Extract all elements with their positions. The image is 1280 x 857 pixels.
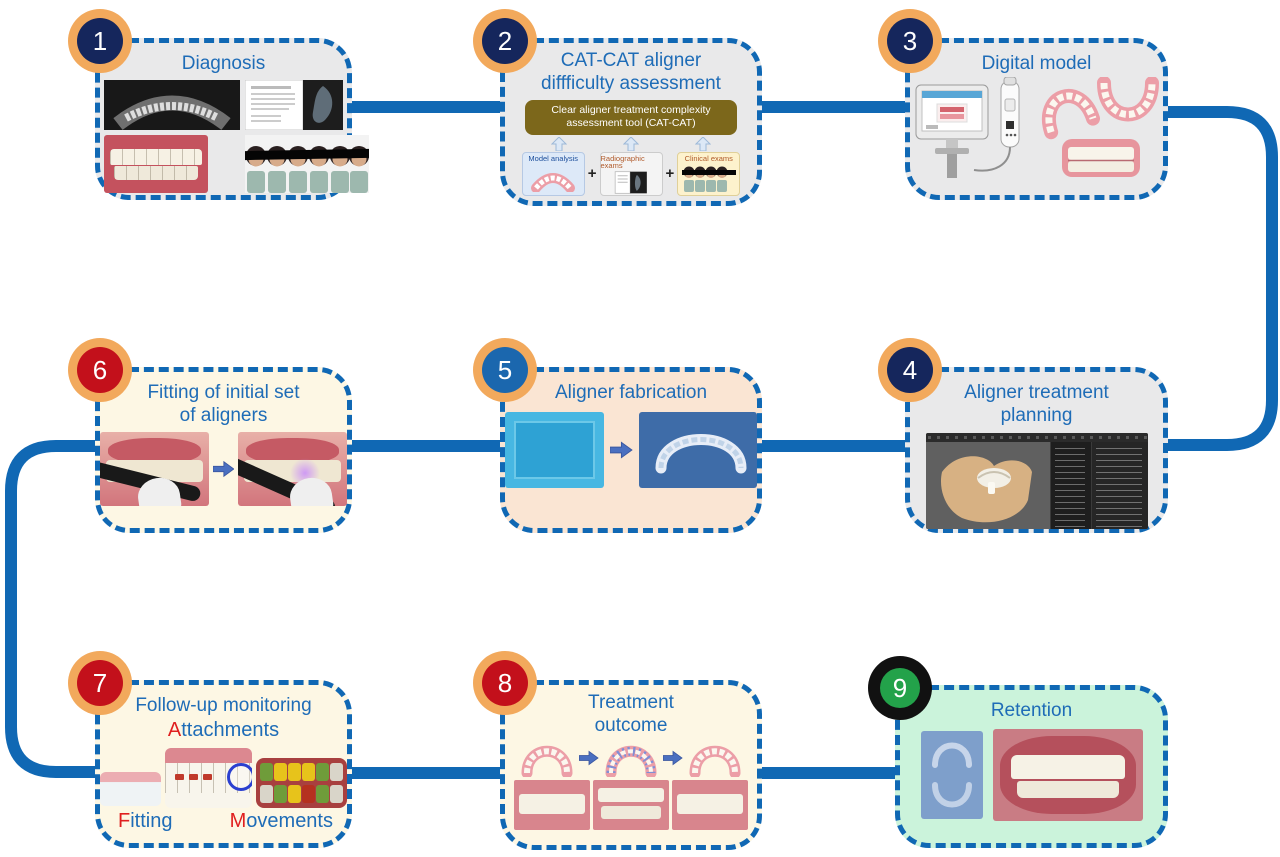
arrow-up-icon — [551, 136, 567, 151]
tool-side-panel — [1049, 442, 1091, 530]
step-8-number: 8 — [482, 660, 528, 706]
step-7-badge: 7 — [68, 651, 132, 715]
step-2-assessment-box: 2 CAT-CAT aligner diffficulty assessment… — [473, 9, 762, 206]
step-6-title: Fitting of initial set of aligners — [147, 382, 300, 427]
clinical-exams-image — [681, 166, 736, 193]
fitting-label: Fitting — [118, 810, 173, 833]
cephalometric-analysis-image — [245, 80, 343, 131]
step-5-number: 5 — [482, 347, 528, 393]
frontal-model-image — [1061, 139, 1140, 178]
privacy-bar — [245, 149, 369, 161]
step-3-digital-model-box: 3 Digital model — [878, 9, 1168, 200]
assessment-inputs-row: Model analysis + Radiographic exams + Cl… — [505, 151, 757, 196]
tooth-movement-map — [256, 758, 347, 809]
monitoring-images-row — [100, 746, 347, 809]
digital-arch-models — [1041, 77, 1159, 178]
step-2-number: 2 — [482, 18, 528, 64]
arrow-right-icon — [579, 750, 599, 766]
thermoforming-sheet-photo — [505, 412, 605, 489]
radiographic-exams-image — [614, 170, 647, 194]
aligner-fitting-photo-before — [100, 432, 209, 507]
step-4-planning-box: 4 Aligner treatment planning — [878, 338, 1168, 533]
intraoral-photo-left — [672, 780, 748, 831]
connector-6-7 — [5, 440, 103, 778]
arrow-right-icon — [663, 750, 683, 766]
cat-cat-tool-box: Clear aligner treatment complexity asses… — [525, 100, 737, 135]
step-9-number: 9 — [880, 668, 920, 708]
arrow-right-icon — [610, 441, 633, 459]
step-8-outcome-box: 8 Treatment outcome — [473, 651, 762, 850]
model-analysis-label: Model analysis — [528, 153, 579, 163]
step-9-title: Retention — [990, 700, 1073, 721]
connector-3-4 — [1160, 106, 1278, 451]
outcome-photos-row — [505, 780, 757, 831]
arch-progression-row — [505, 739, 757, 778]
intraoral-photo-right — [514, 780, 590, 831]
step-5-title: Aligner fabrication — [554, 382, 708, 403]
step-6-number: 6 — [77, 347, 123, 393]
retainers-photo — [920, 731, 983, 820]
step-1-number: 1 — [77, 18, 123, 64]
step-4-number: 4 — [887, 347, 933, 393]
step-3-title: Digital model — [981, 53, 1092, 74]
intraoral-scanner-icon — [915, 77, 1019, 179]
planning-software-screenshot — [925, 433, 1148, 530]
smile-photo — [992, 729, 1143, 822]
facial-photos-series — [245, 135, 369, 194]
step-6-badge: 6 — [68, 338, 132, 402]
step-4-title: Aligner treatment planning — [964, 382, 1109, 427]
clinical-exams-card: Clinical exams — [677, 151, 741, 196]
aligner-fitting-photo-after — [238, 432, 348, 507]
step-2-title: CAT-CAT aligner diffficulty assessment — [541, 50, 721, 95]
step-3-number: 3 — [887, 18, 933, 64]
model-analysis-image — [531, 173, 576, 193]
arrow-right-icon — [212, 461, 235, 478]
movements-label: Movements — [229, 810, 333, 833]
attachments-image — [164, 748, 252, 809]
step-6-fitting-box: 6 Fitting of initial set of aligners — [68, 338, 352, 533]
clinical-exams-label: Clinical exams — [684, 153, 733, 163]
arch-model-with-aligner — [605, 746, 657, 778]
model-analysis-card: Model analysis — [521, 151, 585, 196]
radiographic-exams-card: Radiographic exams — [599, 151, 663, 196]
aligner-fit-image — [100, 772, 161, 808]
arch-model-start — [521, 746, 573, 778]
step-1-diagnosis-box: 1 Diagnosis — [68, 9, 369, 200]
step-1-badge: 1 — [68, 9, 132, 73]
panoramic-xray-image — [104, 80, 240, 131]
step-8-title: Treatment outcome — [588, 692, 674, 737]
step-8-badge: 8 — [473, 651, 537, 715]
attachment-highlight-circle — [226, 763, 252, 792]
step-5-fabrication-box: 5 Aligner fabrication — [473, 338, 762, 533]
intraoral-photo-front — [593, 780, 669, 831]
attachments-label: Attachments — [167, 719, 280, 742]
step-2-badge: 2 — [473, 9, 537, 73]
step-7-number: 7 — [77, 660, 123, 706]
step-9-retention-box: 9 Retention — [868, 656, 1168, 848]
plus-sign: + — [587, 165, 597, 183]
step-3-badge: 3 — [878, 9, 942, 73]
arrow-up-icon — [695, 136, 711, 151]
software-toolbar — [925, 433, 1148, 443]
arrow-up-icon — [623, 136, 639, 151]
diagnosis-image-grid — [100, 80, 369, 194]
step-1-title: Diagnosis — [181, 53, 266, 74]
step-9-badge: 9 — [868, 656, 932, 720]
arch-model-final — [689, 746, 741, 778]
jaw-3d-view — [925, 442, 1050, 530]
plus-sign: + — [665, 165, 675, 183]
step-5-badge: 5 — [473, 338, 537, 402]
clear-aligner-photo — [638, 412, 757, 489]
step-7-title: Follow-up monitoring — [135, 695, 312, 716]
intraoral-photo — [104, 135, 208, 194]
movement-table-panel — [1090, 442, 1148, 530]
radiographic-exams-label: Radiographic exams — [600, 153, 645, 171]
input-arrows-row — [531, 136, 731, 151]
step-4-badge: 4 — [878, 338, 942, 402]
step-7-monitoring-box: 7 Follow-up monitoring Attachments Fitti… — [68, 651, 352, 848]
